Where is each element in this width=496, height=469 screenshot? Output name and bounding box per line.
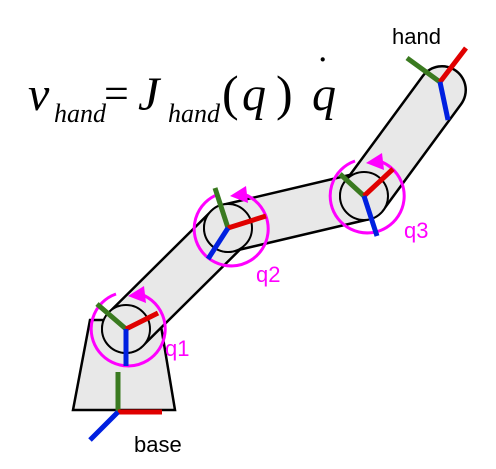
joint-1-y-axis	[95, 302, 128, 331]
frame-joint-3	[338, 167, 395, 237]
q2-rotation-arrow	[192, 191, 270, 268]
frame-base	[88, 372, 162, 442]
eq-equals: =	[104, 69, 129, 118]
q2-arrowhead	[230, 186, 248, 203]
eq-lparen: (	[222, 65, 239, 121]
eq-qdot-mark: ˙	[316, 48, 329, 93]
q3-arrowhead	[366, 153, 384, 170]
q1-rotation-arrow	[89, 291, 167, 368]
label-q2: q2	[256, 262, 280, 287]
joint-2-z-axis	[205, 226, 231, 261]
q3-rotation-arrow	[328, 158, 406, 235]
eq-v: v	[28, 68, 50, 121]
frame-hand	[405, 46, 468, 121]
frame-joint-1	[95, 302, 160, 366]
hand-x-axis	[438, 46, 468, 84]
joint-arrowheads	[128, 153, 384, 303]
eq-q: q	[242, 68, 266, 121]
base-z-axis	[88, 410, 120, 442]
joint-1-x-axis	[124, 310, 160, 332]
frame-joint-2	[205, 187, 267, 261]
joint-2-x-axis	[227, 213, 267, 231]
eq-v-subscript: hand	[54, 99, 107, 128]
eq-rparen: )	[276, 65, 293, 121]
eq-J: J	[138, 68, 162, 121]
q1-arrowhead	[128, 286, 146, 303]
jacobian-equation: v hand = J hand ( q ) q ˙	[28, 48, 336, 128]
eq-J-subscript: hand	[168, 99, 221, 128]
label-hand: hand	[392, 24, 441, 49]
joint-3-z-axis	[361, 195, 380, 237]
label-q1: q1	[165, 336, 189, 361]
joint-rotation-arrows	[89, 158, 406, 368]
label-base: base	[134, 432, 182, 457]
eq-qdot: q	[312, 68, 336, 121]
joint-2-y-axis	[212, 187, 231, 229]
joint-3-y-axis	[338, 172, 366, 198]
joint-3-x-axis	[362, 167, 395, 198]
hand-y-axis	[405, 55, 442, 85]
hand-z-axis	[437, 81, 451, 121]
label-q3: q3	[404, 218, 428, 243]
